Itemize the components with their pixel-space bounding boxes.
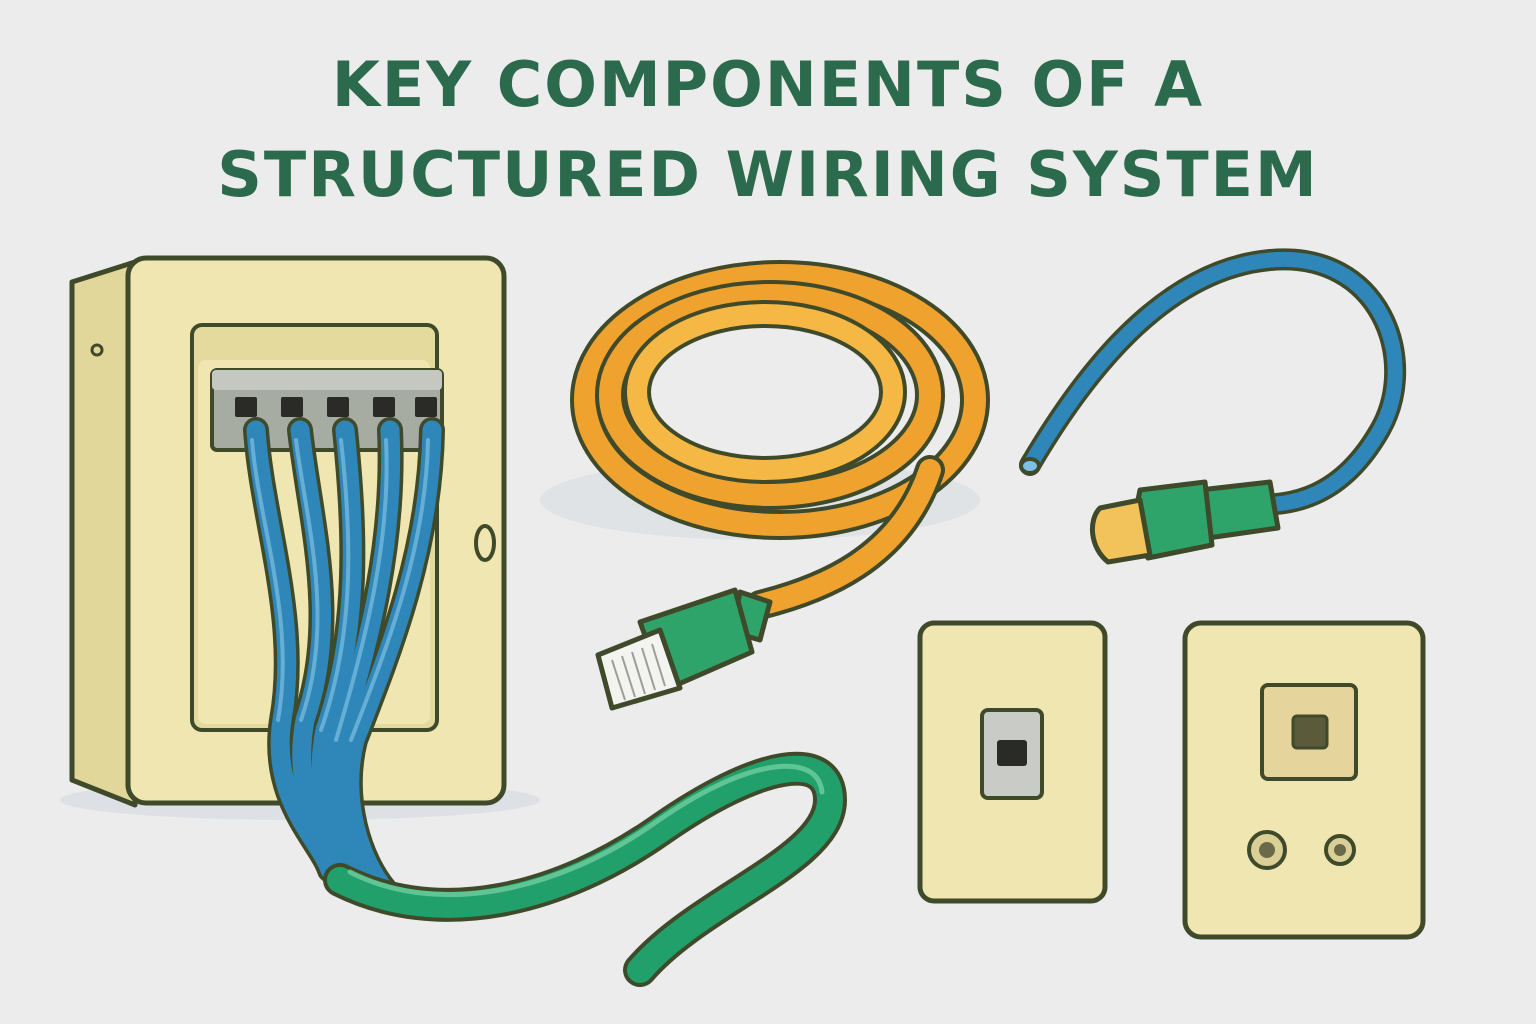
multi-port-wall-plate — [1182, 620, 1426, 940]
rj45-connector-icon — [595, 587, 773, 711]
diagram-title: KEY COMPONENTS OF A STRUCTURED WIRING SY… — [0, 40, 1536, 220]
distribution-panel — [60, 255, 848, 987]
panel-side — [69, 259, 138, 808]
audio-port-icon — [1324, 834, 1356, 866]
title-line-1: KEY COMPONENTS OF A — [331, 48, 1205, 121]
single-jack-wall-plate — [917, 620, 1108, 904]
coiled-cable-icon — [570, 260, 990, 620]
title-line-2: STRUCTURED WIRING SYSTEM — [217, 138, 1319, 211]
coax-connector-icon — [1089, 479, 1281, 565]
cable-bundle — [243, 417, 848, 987]
latch-icon — [474, 524, 496, 562]
port-row — [235, 397, 437, 417]
cable-spool — [540, 260, 990, 711]
coax-port-icon — [1247, 830, 1287, 870]
coaxial-cable — [1019, 248, 1407, 565]
